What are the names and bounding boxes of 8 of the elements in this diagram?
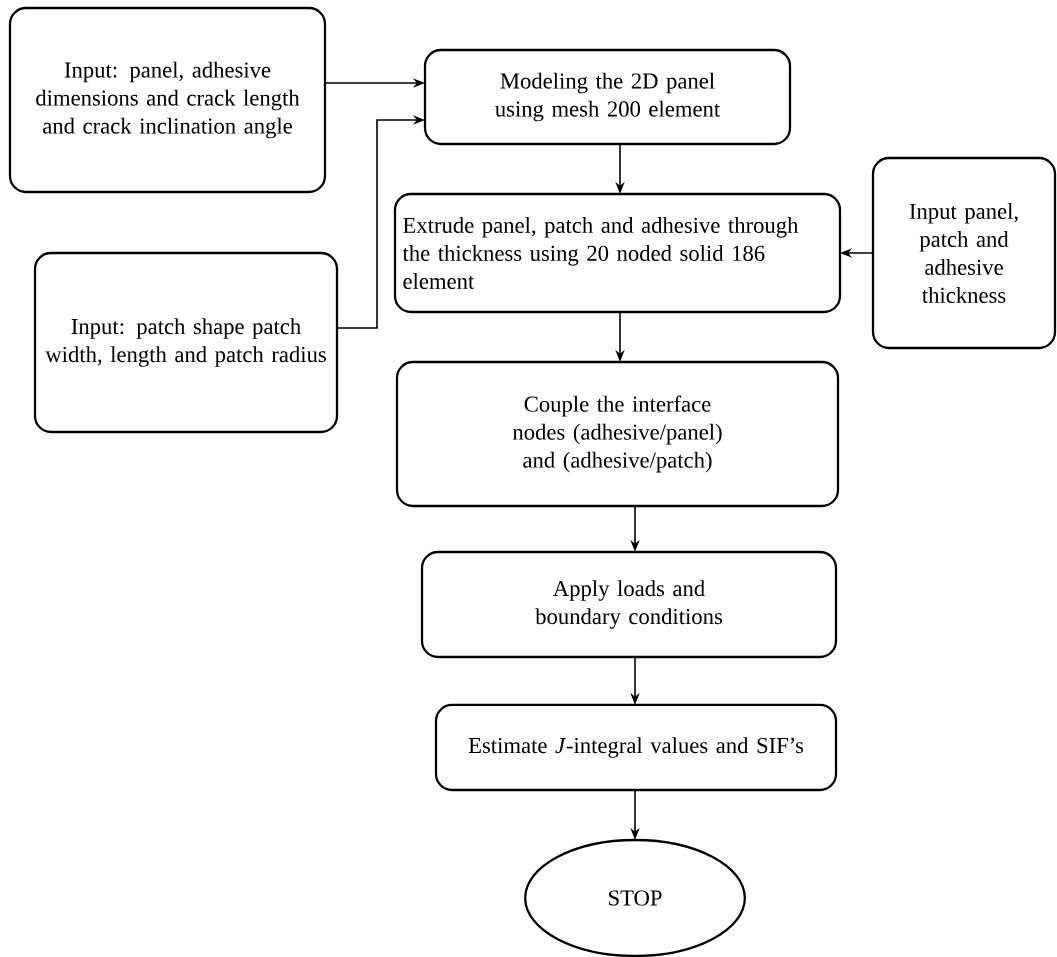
- process-box: Modeling the 2D panel using mesh 200 element: [423, 48, 792, 146]
- input-box: Input: panel, adhesive dimensions and crack length and crack inclination angle: [8, 6, 327, 194]
- process-box: Estimate J-integral values and SIF’s: [434, 703, 838, 792]
- input-box: Input panel, patch and adhesive thickness: [871, 156, 1057, 350]
- input-box: Input: patch shape patch width, length and patch radius: [33, 251, 339, 434]
- process-box: Couple the interface nodes (adhesive/panel) and (adhesive/patch): [395, 360, 840, 508]
- process-box: Apply loads and boundary conditions: [420, 550, 838, 659]
- process-box: Extrude panel, patch and adhesive through the thickness using 20 noded solid 186 element: [393, 192, 842, 314]
